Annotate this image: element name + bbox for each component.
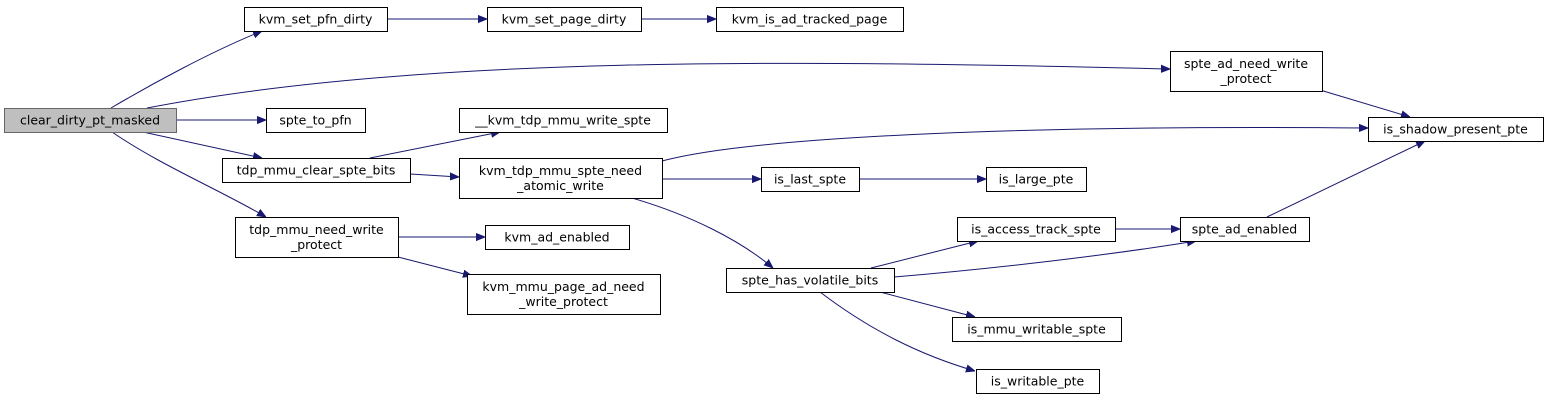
- node-is_access_track_spte[interactable]: is_access_track_spte: [957, 217, 1116, 242]
- node-label: is_writable_pte: [991, 374, 1085, 389]
- node-spte_ad_need_write_protect[interactable]: spte_ad_need_write_protect: [1170, 51, 1323, 92]
- edge-kvm_tdp_mmu_spte_need_atomic_write-to-is_shadow_present_pte: [661, 127, 1368, 162]
- node-box: [244, 7, 388, 32]
- edge-spte_has_volatile_bits-to-is_writable_pte: [819, 291, 975, 371]
- node-label: spte_has_volatile_bits: [742, 273, 878, 288]
- node-clear_dirty[interactable]: clear_dirty_pt_masked: [4, 108, 177, 133]
- node-kvm_ad_enabled[interactable]: kvm_ad_enabled: [485, 225, 630, 250]
- edge-kvm_tdp_mmu_spte_need_atomic_write-to-spte_has_volatile_bits: [631, 197, 773, 268]
- node-box: [957, 217, 1116, 242]
- node-box: [235, 217, 399, 258]
- node-label: kvm_mmu_page_ad_need: [482, 279, 644, 294]
- node-label: kvm_ad_enabled: [504, 230, 609, 245]
- node-box: [4, 108, 177, 133]
- edge-spte_has_volatile_bits-to-is_mmu_writable_spte: [879, 291, 975, 317]
- node-kvm_is_ad_tracked_page[interactable]: kvm_is_ad_tracked_page: [716, 7, 904, 32]
- node-box: [716, 7, 904, 32]
- node-is_shadow_present_pte[interactable]: is_shadow_present_pte: [1368, 117, 1544, 142]
- node-label: is_shadow_present_pte: [1383, 122, 1528, 137]
- node-kvm_set_pfn_dirty[interactable]: kvm_set_pfn_dirty: [244, 7, 388, 32]
- node-kvm_set_page_dirty[interactable]: kvm_set_page_dirty: [487, 7, 642, 32]
- node-box: [1180, 217, 1310, 242]
- node-label: is_large_pte: [999, 172, 1074, 187]
- node-label: _protect: [1219, 71, 1271, 86]
- node-kvm_mmu_page_ad_need_write_protect[interactable]: kvm_mmu_page_ad_need_write_protect: [467, 274, 661, 315]
- node-is_mmu_writable_spte[interactable]: is_mmu_writable_spte: [952, 317, 1122, 342]
- node-label: spte_to_pfn: [279, 113, 351, 128]
- node-label: is_mmu_writable_spte: [967, 322, 1106, 337]
- node-box: [459, 108, 668, 133]
- edge-tdp_mmu_clear_spte_bits-to-kvm_tdp_mmu_spte_need_atomic_write: [409, 174, 459, 177]
- node-is_last_spte[interactable]: is_last_spte: [761, 167, 860, 192]
- edge-clear_dirty-to-spte_ad_need_write_protect: [146, 62, 1170, 109]
- edge-clear_dirty-to-tdp_mmu_need_write_protect: [111, 131, 266, 217]
- node-spte_to_pfn[interactable]: spte_to_pfn: [266, 108, 366, 133]
- node-label: kvm_set_page_dirty: [502, 12, 627, 27]
- node-label: kvm_is_ad_tracked_page: [732, 12, 888, 27]
- edge-clear_dirty-to-tdp_mmu_clear_spte_bits: [142, 131, 262, 158]
- node-label: kvm_set_pfn_dirty: [259, 12, 373, 27]
- edge-spte_ad_need_write_protect-to-is_shadow_present_pte: [1319, 89, 1410, 117]
- node-is_writable_pte[interactable]: is_writable_pte: [976, 369, 1100, 394]
- node-box: [952, 317, 1122, 342]
- node-label: is_access_track_spte: [971, 222, 1101, 237]
- node-label: tdp_mmu_need_write: [249, 222, 384, 237]
- node-spte_ad_enabled[interactable]: spte_ad_enabled: [1180, 217, 1310, 242]
- node-box: [761, 167, 860, 192]
- node-spte_has_volatile_bits[interactable]: spte_has_volatile_bits: [726, 268, 895, 293]
- node-label: is_last_spte: [774, 172, 846, 187]
- node-box: [485, 225, 630, 250]
- node-box: [467, 274, 661, 315]
- edge-spte_has_volatile_bits-to-is_access_track_spte: [870, 241, 978, 269]
- node-box: [986, 167, 1087, 192]
- node-label: spte_ad_enabled: [1192, 222, 1297, 237]
- node-box: [726, 268, 895, 293]
- node-label: tdp_mmu_clear_spte_bits: [237, 163, 396, 178]
- edge-spte_has_volatile_bits-to-spte_ad_enabled: [893, 241, 1196, 278]
- node-label: _atomic_write: [516, 178, 604, 193]
- node-box: [1170, 51, 1323, 92]
- edge-tdp_mmu_need_write_protect-to-kvm_mmu_page_ad_need_write_protect: [397, 256, 472, 276]
- node-box: [487, 7, 642, 32]
- node-tdp_mmu_need_write_protect[interactable]: tdp_mmu_need_write_protect: [235, 217, 399, 258]
- node-box: [266, 108, 366, 133]
- node-label: _protect: [290, 237, 342, 252]
- edge-clear_dirty-to-kvm_set_pfn_dirty: [110, 30, 262, 109]
- node-box: [976, 369, 1100, 394]
- edges-layer: [110, 19, 1425, 371]
- node-box: [222, 158, 411, 183]
- node-label: clear_dirty_pt_masked: [20, 113, 160, 128]
- node-kvm_tdp_mmu_write_spte[interactable]: __kvm_tdp_mmu_write_spte: [459, 108, 668, 133]
- node-label: kvm_tdp_mmu_spte_need: [479, 163, 642, 178]
- node-label: __kvm_tdp_mmu_write_spte: [474, 113, 651, 128]
- node-box: [1368, 117, 1544, 142]
- edge-tdp_mmu_clear_spte_bits-to-kvm_tdp_mmu_write_spte: [369, 132, 500, 159]
- node-kvm_tdp_mmu_spte_need_atomic_write[interactable]: kvm_tdp_mmu_spte_need_atomic_write: [459, 158, 663, 199]
- node-box: [459, 158, 663, 199]
- node-tdp_mmu_clear_spte_bits[interactable]: tdp_mmu_clear_spte_bits: [222, 158, 411, 183]
- node-label: _write_protect: [518, 294, 608, 309]
- edge-spte_ad_enabled-to-is_shadow_present_pte: [1266, 141, 1425, 218]
- node-label: spte_ad_need_write: [1184, 56, 1308, 71]
- node-is_large_pte[interactable]: is_large_pte: [986, 167, 1087, 192]
